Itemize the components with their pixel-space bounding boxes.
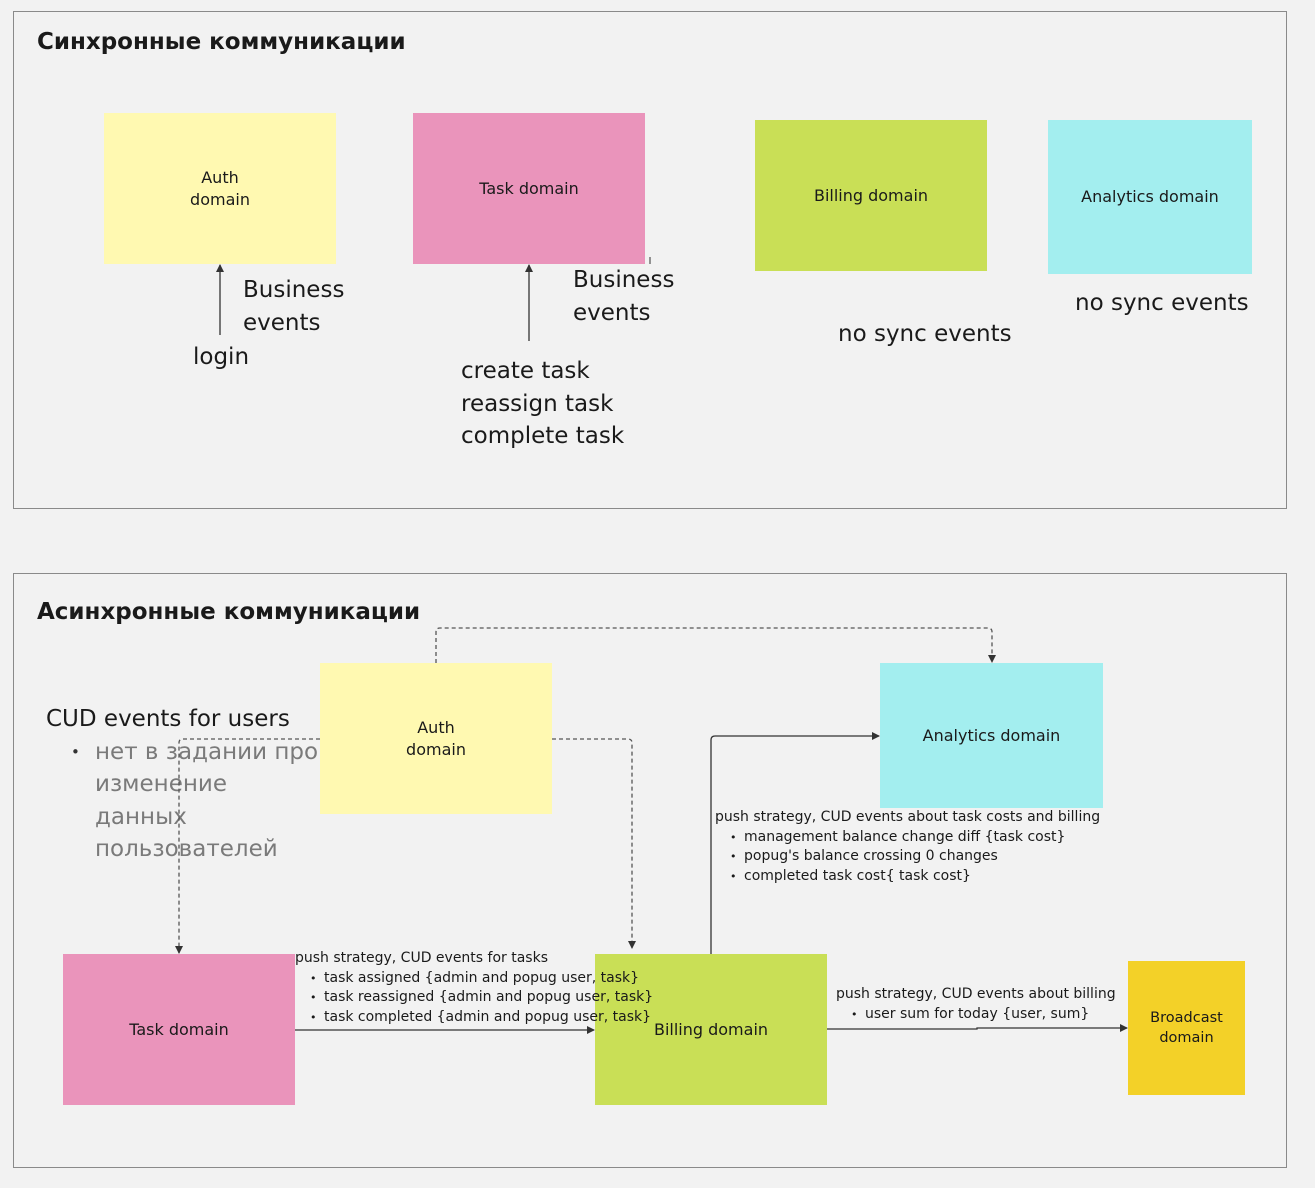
- broadcast-event-item: user sum for today {user, sum}: [851, 1005, 1116, 1025]
- sync-auth-domain-sticky[interactable]: Auth domain: [104, 113, 336, 264]
- cud-users-heading: CUD events for users: [46, 706, 290, 732]
- sync-auth-business-events-label: Business events: [243, 277, 345, 336]
- task-event-item: task assigned {admin and popug user, tas…: [310, 969, 653, 989]
- task-event-item: task reassigned {admin and popug user, t…: [310, 988, 653, 1008]
- billing-event-item: management balance change diff {task cos…: [730, 828, 1100, 848]
- async-broadcast-domain-sticky[interactable]: Broadcast domain: [1128, 961, 1245, 1095]
- async-analytics-domain-sticky[interactable]: Analytics domain: [880, 663, 1103, 808]
- sync-billing-no-sync-label: no sync events: [838, 321, 1012, 347]
- task-to-billing-list: task assigned {admin and popug user, tas…: [295, 969, 653, 1028]
- task-to-billing-note: push strategy, CUD events for tasks task…: [295, 949, 653, 1027]
- async-frame-title: Асинхронные коммуникации: [37, 599, 421, 625]
- billing-to-broadcast-heading: push strategy, CUD events about billing: [836, 986, 1116, 1002]
- billing-to-analytics-note: push strategy, CUD events about task cos…: [715, 808, 1100, 886]
- task-event-item: task completed {admin and popug user, ta…: [310, 1008, 653, 1028]
- sync-frame-title: Синхронные коммуникации: [37, 29, 406, 55]
- billing-event-item: popug's balance crossing 0 changes: [730, 847, 1100, 867]
- cud-users-note: CUD events for users нет в задании про и…: [46, 703, 326, 866]
- async-task-domain-sticky[interactable]: Task domain: [63, 954, 295, 1105]
- billing-event-item: completed task cost{ task cost}: [730, 867, 1100, 887]
- sync-task-commands-label: create task reassign task complete task: [461, 358, 625, 449]
- sync-task-business-events-label: Business events: [573, 267, 675, 326]
- billing-to-analytics-list: management balance change diff {task cos…: [715, 828, 1100, 887]
- task-to-billing-heading: push strategy, CUD events for tasks: [295, 950, 549, 966]
- billing-to-broadcast-list: user sum for today {user, sum}: [836, 1005, 1116, 1025]
- sync-billing-domain-sticky[interactable]: Billing domain: [755, 120, 987, 271]
- sync-task-domain-sticky[interactable]: Task domain: [413, 113, 645, 264]
- cud-users-list: нет в задании про изменение данных польз…: [46, 736, 326, 866]
- sync-frame: [13, 11, 1287, 509]
- sync-auth-login-label: login: [193, 344, 250, 370]
- cud-users-item: нет в задании про изменение данных польз…: [71, 736, 326, 866]
- async-frame: [13, 573, 1287, 1168]
- billing-to-broadcast-note: push strategy, CUD events about billing …: [836, 985, 1116, 1024]
- sync-analytics-domain-sticky[interactable]: Analytics domain: [1048, 120, 1252, 274]
- billing-to-analytics-heading: push strategy, CUD events about task cos…: [715, 809, 1101, 825]
- async-auth-domain-sticky[interactable]: Auth domain: [320, 663, 552, 814]
- sync-analytics-no-sync-label: no sync events: [1075, 290, 1249, 316]
